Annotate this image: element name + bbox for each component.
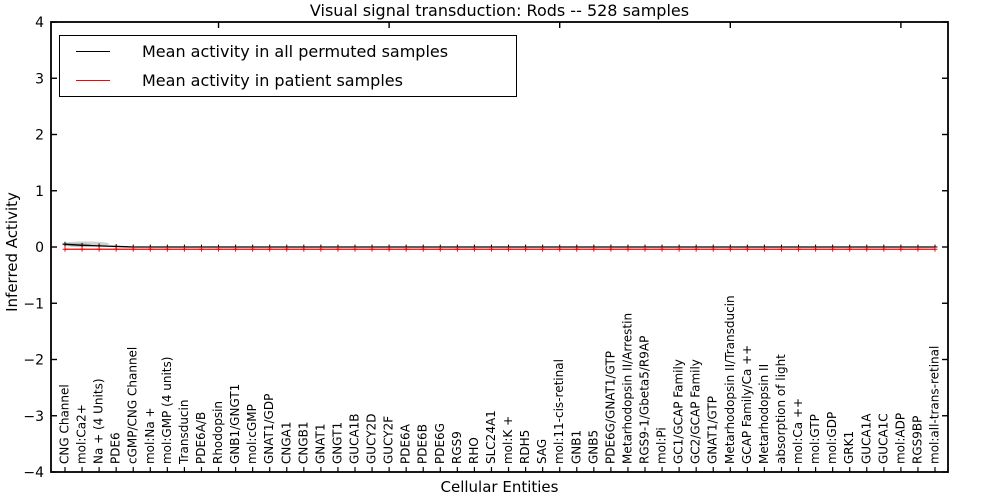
legend-line-sample-red — [76, 80, 110, 82]
x-tick-label: RDH5 — [518, 430, 532, 464]
y-axis-label: Inferred Activity — [3, 192, 21, 312]
x-tick-label: GNB1 — [569, 430, 583, 464]
x-tick-label: Metarhodopsin II — [757, 364, 771, 464]
x-axis-label: Cellular Entities — [440, 478, 559, 496]
legend-line-sample-black — [76, 50, 110, 52]
legend-item: Mean activity in all permuted samples — [60, 37, 516, 65]
x-tick-label: mol:cGMP — [245, 404, 259, 464]
x-tick-label: PDE6G/GNAT1/GTP — [603, 351, 617, 464]
x-tick-label: PDE6A/B — [194, 412, 208, 464]
x-tick-label: GC1/GCAP Family — [672, 359, 686, 464]
x-tick-label: GUCA1C — [876, 413, 890, 464]
x-tick-label: cGMP/CNG Channel — [126, 347, 140, 464]
x-tick-label: RHO — [467, 437, 481, 464]
x-tick-label: mol:Pi — [655, 427, 669, 464]
x-tick-label: mol:all-trans-retinal — [928, 346, 942, 464]
x-tick-label: PDE6G — [433, 423, 447, 464]
x-tick-label: Transducin — [177, 400, 191, 465]
y-tick-label: 0 — [35, 240, 44, 256]
chart-title: Visual signal transduction: Rods -- 528 … — [309, 1, 690, 20]
x-tick-label: mol:Na + — [143, 407, 157, 464]
y-tick-label: −3 — [23, 409, 44, 425]
x-tick-label: GC2/GCAP Family — [689, 359, 703, 464]
legend-label: Mean activity in patient samples — [142, 71, 403, 91]
legend-item: Mean activity in patient samples — [60, 67, 516, 95]
x-tick-label: GRK1 — [842, 431, 856, 464]
x-tick-label: GNB1/GNGT1 — [228, 384, 242, 464]
x-tick-label: mol:GDP — [825, 412, 839, 464]
x-tick-label: RGS9 — [450, 431, 464, 464]
y-tick-label: −4 — [23, 465, 44, 481]
x-tick-label: GCAP Family/Ca ++ — [740, 345, 754, 464]
x-tick-label: GUCY2D — [365, 414, 379, 464]
legend-label: Mean activity in all permuted samples — [142, 41, 449, 61]
x-tick-label: Na + (4 Units) — [92, 378, 106, 464]
x-tick-label: GNGT1 — [330, 422, 344, 464]
y-tick-label: 3 — [35, 71, 44, 87]
x-tick-label: Rhodopsin — [211, 401, 225, 464]
y-tick-label: 2 — [35, 128, 44, 144]
x-tick-label: SLC24A1 — [484, 410, 498, 464]
x-tick-label: CNGA1 — [279, 422, 293, 465]
x-tick-label: GNAT1 — [313, 423, 327, 464]
x-tick-label: mol:GMP (4 units) — [160, 357, 174, 464]
x-tick-label: GUCY2F — [382, 416, 396, 464]
x-tick-label: mol:K + — [501, 416, 515, 464]
x-tick-label: absorption of light — [774, 354, 788, 464]
x-tick-label: Metarhodopsin II/Arrestin — [620, 313, 634, 464]
x-tick-label: Metarhodopsin II/Transducin — [723, 295, 737, 464]
x-tick-label: mol:11-cis-retinal — [552, 359, 566, 464]
x-tick-label: mol:GTP — [808, 414, 822, 464]
x-tick-label: PDE6A — [399, 423, 413, 464]
x-tick-label: GNAT1/GTP — [706, 396, 720, 464]
y-tick-label: −1 — [23, 296, 44, 312]
x-tick-label: CNG Channel — [58, 384, 72, 464]
y-tick-label: 4 — [35, 15, 44, 31]
y-tick-label: 1 — [35, 184, 44, 200]
x-tick-label: SAG — [535, 439, 549, 464]
x-tick-label: RGS9-1/Gbeta5/R9AP — [638, 336, 652, 464]
series-line-permuted — [64, 243, 935, 248]
x-tick-label: mol:Ca2+ — [75, 404, 89, 464]
x-tick-label: CNGB1 — [296, 421, 310, 464]
x-tick-label: GUCA1B — [348, 413, 362, 464]
legend: Mean activity in all permuted samples Me… — [59, 35, 517, 97]
x-tick-label: GUCA1A — [859, 413, 873, 464]
x-tick-label: PDE6 — [109, 432, 123, 464]
x-tick-label: mol:ADP — [893, 413, 907, 464]
x-tick-label: RGS9BP — [910, 416, 924, 464]
x-tick-label: GNAT1/GDP — [262, 394, 276, 464]
x-tick-label: GNB5 — [586, 430, 600, 464]
x-tick-label: mol:Ca ++ — [791, 398, 805, 464]
y-tick-label: −2 — [23, 353, 44, 369]
x-tick-label: PDE6B — [416, 424, 430, 464]
